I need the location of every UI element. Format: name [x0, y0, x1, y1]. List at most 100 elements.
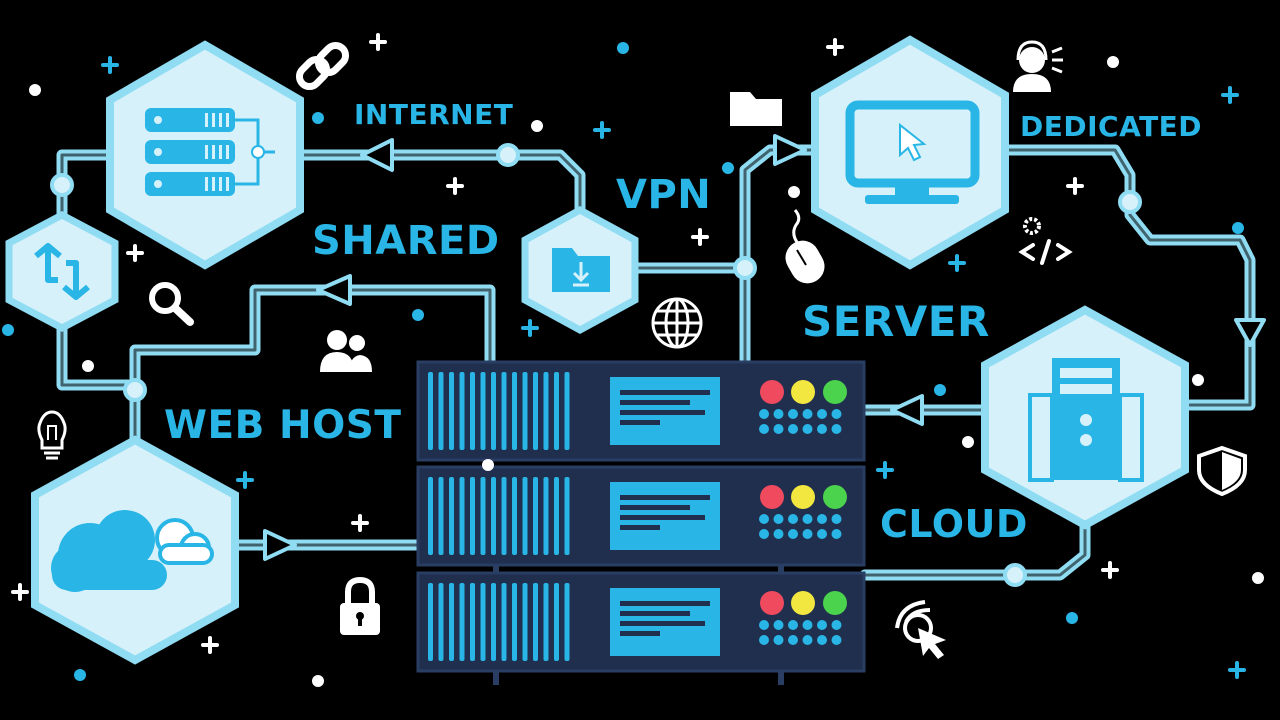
globe-icon [651, 297, 703, 349]
arrow-down-dedicated [1234, 318, 1266, 347]
rack-vent [449, 372, 454, 450]
rack-port [773, 514, 784, 524]
plus-sparkle [948, 254, 966, 272]
users-icon [320, 330, 372, 372]
rack-vent [543, 477, 549, 555]
plus-sparkle [369, 33, 387, 51]
rack-port [831, 635, 842, 645]
arrow-left-cloud [890, 394, 924, 426]
user-headset-icon [1013, 40, 1063, 92]
link-icon [295, 41, 350, 91]
rack-vent [501, 477, 507, 555]
plus-sparkle [826, 38, 844, 56]
rack-vent [459, 583, 465, 661]
dot-sparkle [962, 436, 974, 448]
dot-sparkle [412, 309, 424, 321]
label-server: SERVER [802, 297, 990, 346]
junction-dots [50, 143, 1142, 587]
rack-vent [470, 477, 475, 555]
rack-vent [480, 583, 486, 661]
arrow-right-server [773, 134, 807, 166]
label-cloud: CLOUD [880, 502, 1028, 546]
rack-vent [428, 477, 433, 555]
rack-vent [459, 477, 465, 555]
arrow-left-internet [360, 138, 394, 172]
rack-port [802, 529, 813, 539]
rack-port [759, 529, 769, 539]
rack-port [817, 620, 827, 630]
rack-port [759, 514, 769, 524]
arrow-heads [263, 134, 1266, 561]
status-led-yellow [791, 591, 815, 615]
plus-sparkle [593, 121, 611, 139]
label-dedicated: DEDICATED [1020, 110, 1203, 143]
rack-port [788, 620, 798, 630]
dot-sparkle [1066, 612, 1078, 624]
dot-sparkle [531, 120, 543, 132]
junction-dot [1118, 190, 1142, 214]
dot-sparkle [934, 384, 946, 396]
plus-sparkle [1228, 661, 1246, 679]
rack-vent [459, 372, 465, 450]
rack-vent [449, 477, 454, 555]
lightbulb-icon [37, 410, 67, 460]
code-gear-icon [1018, 217, 1073, 265]
hex-vpn-folder [521, 206, 639, 334]
rack-port [773, 409, 784, 419]
dot-sparkle [29, 84, 41, 96]
rack-vent [438, 372, 444, 450]
rack-vent [512, 583, 517, 661]
arrow-left-shared [316, 274, 352, 306]
junction-dot [50, 173, 74, 197]
rack-port [773, 424, 784, 434]
plus-sparkle [691, 228, 709, 246]
label-web-host: WEB HOST [164, 403, 402, 448]
dot-sparkle [1252, 572, 1264, 584]
dot-sparkle [74, 669, 86, 681]
dot-sparkle [1192, 374, 1204, 386]
rack-port [788, 409, 798, 419]
rack-port [802, 514, 813, 524]
junction-dot [733, 256, 757, 280]
status-led-green [823, 380, 847, 404]
status-led-yellow [791, 485, 815, 509]
plus-sparkle [126, 244, 144, 262]
rack-port [831, 514, 842, 524]
mouse-icon [785, 209, 825, 284]
junction-dot [1003, 563, 1027, 587]
rack-port [773, 529, 784, 539]
dot-sparkle [482, 459, 494, 471]
hex-sync [5, 211, 119, 332]
rack-port [759, 620, 769, 630]
plus-sparkle [1066, 177, 1084, 195]
rack-port [817, 529, 827, 539]
plus-sparkle [11, 583, 29, 601]
rack-port [773, 620, 784, 630]
rack-vent [564, 372, 570, 450]
rack-port [802, 635, 813, 645]
status-led-red [760, 380, 784, 404]
arrow-right-web [263, 529, 297, 561]
rack-vent [522, 583, 528, 661]
rack-vent [554, 372, 559, 450]
decorative-sparkles [2, 33, 1264, 687]
rack-vent [491, 372, 496, 450]
status-led-yellow [791, 380, 815, 404]
hex-internet-server [106, 40, 304, 270]
dot-sparkle [722, 162, 734, 174]
plus-sparkle [236, 471, 254, 489]
rack-vent [543, 583, 549, 661]
rack-vent [564, 477, 570, 555]
dot-sparkle [312, 675, 324, 687]
rack-port [759, 424, 769, 434]
rack-vent [564, 583, 570, 661]
rack-vent [470, 583, 475, 661]
plus-sparkle [201, 636, 219, 654]
rack-vent [428, 372, 433, 450]
server-rack [416, 360, 866, 685]
status-led-red [760, 485, 784, 509]
rack-vent [522, 372, 528, 450]
search-icon [149, 282, 194, 326]
rack-vent [480, 372, 486, 450]
